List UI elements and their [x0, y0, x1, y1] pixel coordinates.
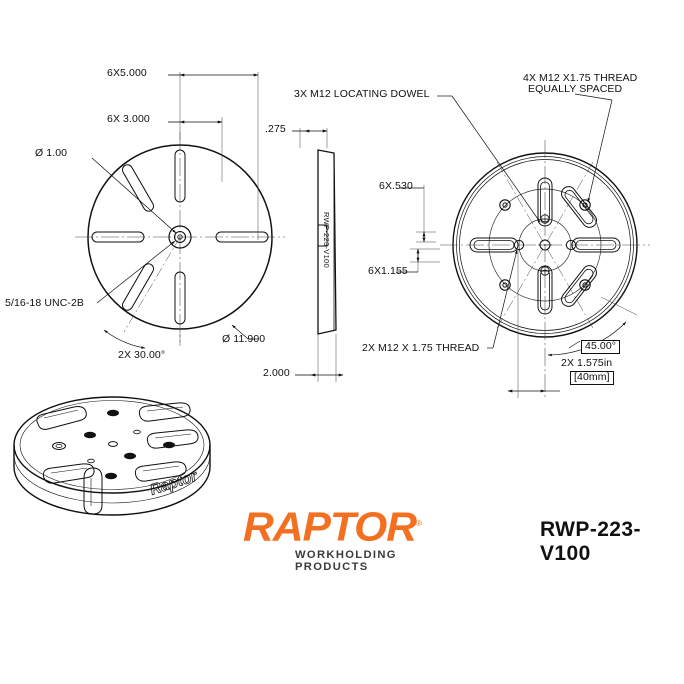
label-tapped-hole: 5/16-18 UNC-2B — [5, 297, 85, 309]
raptor-wordmark-text: RAPTOR — [243, 503, 417, 550]
back-view — [396, 93, 650, 400]
angle-arc-30 — [103, 329, 146, 349]
iso-hole-mid-left — [84, 431, 96, 439]
front-view — [75, 72, 285, 349]
label-4x-thread-line2: EQUALLY SPACED — [528, 83, 623, 95]
raptor-tagline: WORKHOLDING PRODUCTS — [295, 548, 397, 573]
iso-slot-group — [36, 402, 199, 515]
raptor-wordmark: RAPTOR® — [243, 503, 439, 548]
back-dowel-left — [513, 239, 525, 251]
iso-slot-ll — [42, 463, 95, 484]
angle-45-leader — [568, 340, 581, 349]
angle-ray-45 — [600, 296, 638, 316]
iso-hole-right — [163, 441, 175, 449]
iso-slot-lr-inner — [142, 465, 180, 472]
side-view — [292, 95, 452, 382]
iso-slot-ur — [138, 402, 191, 422]
iso-slot-ur-inner — [146, 406, 184, 412]
leader-4x-thread — [587, 99, 613, 203]
leader-outer-diameter — [231, 324, 249, 340]
label-front-angle: 2X 30.00° — [118, 349, 166, 361]
iso-side-wall — [13, 445, 211, 516]
iso-hole-top — [107, 409, 119, 417]
label-3x-dowel: 3X M12 LOCATING DOWEL — [294, 88, 430, 100]
raptor-trademark: ® — [416, 519, 422, 528]
part-number: RWP-223-V100 — [540, 518, 641, 565]
side-profile — [317, 149, 337, 335]
leader-tapped-hole — [96, 240, 176, 304]
label-outer-diameter: Ø 11.900 — [222, 333, 266, 345]
iso-hole-bottom — [105, 472, 117, 480]
iso-top-chamfer — [19, 400, 205, 490]
angle-ray-a — [123, 236, 181, 333]
iso-slot-ul — [36, 406, 87, 430]
iso-dowel-b — [87, 458, 95, 464]
leader-4x-thread-shelf — [574, 93, 613, 101]
front-slot-lower-left — [120, 261, 156, 313]
leader-3x-dowel — [451, 95, 541, 223]
iso-slot-r-inner — [154, 433, 192, 439]
label-offset-inch: 2X 1.575in — [561, 357, 613, 369]
label-6x1155: 6X1.155 — [368, 265, 408, 277]
iso-slot-ll-inner — [50, 467, 88, 474]
iso-bore-left-inner — [55, 444, 63, 448]
iso-dowel-a — [133, 429, 141, 435]
iso-bore-left — [52, 442, 66, 450]
back-slot-upper-right — [558, 183, 600, 231]
front-center-tap — [177, 234, 183, 240]
back-slot-lower-right — [558, 262, 600, 310]
iso-slot-ul-inner — [43, 409, 79, 419]
label-6x530: 6X.530 — [379, 180, 413, 192]
label-center-bore: Ø 1.00 — [35, 147, 68, 159]
label-thickness-2000: 2.000 — [263, 367, 290, 379]
iso-slot-r — [146, 429, 199, 449]
leader-center-bore — [91, 157, 177, 234]
front-center-boss — [168, 225, 192, 249]
iso-slot-front — [83, 467, 103, 515]
label-2x-thread: 2X M12 X 1.75 THREAD — [362, 342, 480, 354]
label-6x3000: 6X 3.000 — [107, 113, 150, 125]
label-offset-mm: [40mm] — [570, 371, 614, 385]
back-dowel-right — [565, 239, 577, 251]
front-center-bore — [173, 230, 187, 244]
iso-hole-mid-right — [124, 452, 136, 460]
label-6x5000: 6X5.000 — [107, 67, 147, 79]
isometric-view: Raptor — [13, 396, 211, 516]
label-step-275: .275 — [265, 123, 286, 135]
label-angle-45: 45.00° — [581, 340, 621, 354]
side-step-feature — [318, 224, 328, 247]
iso-slot-lr — [134, 461, 187, 482]
iso-rim-line — [13, 454, 211, 504]
leader-2x-thread — [492, 249, 518, 349]
label-side-engraving: RWP-223-V100 — [322, 212, 331, 268]
iso-center-bore — [108, 441, 118, 447]
back-tap-hole-ul — [499, 199, 511, 211]
label-4x-thread-line1: 4X M12 X1.75 THREAD — [523, 72, 638, 84]
raptor-logo: RAPTOR® WORKHOLDING PRODUCTS — [243, 503, 431, 573]
back-tap-hole-ur — [579, 199, 591, 211]
